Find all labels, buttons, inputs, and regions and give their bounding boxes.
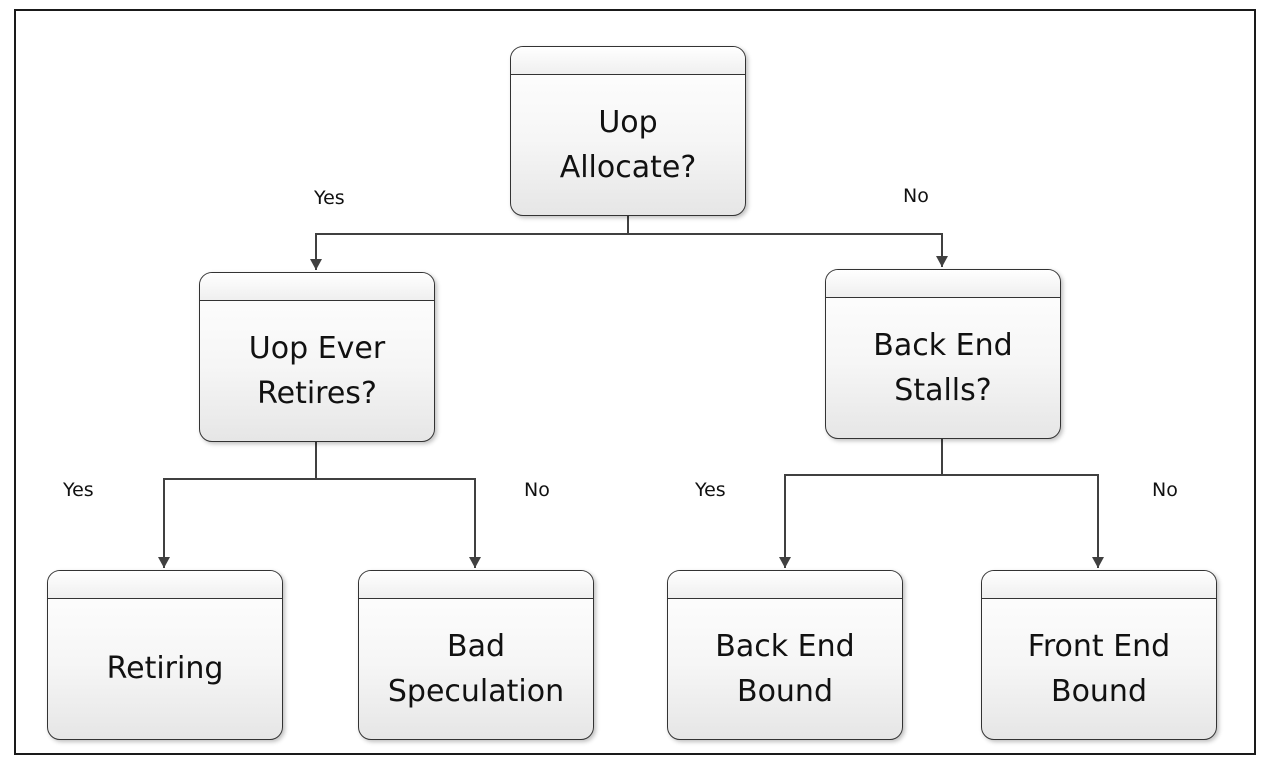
edge-label-allocate-no: No <box>903 185 929 207</box>
edge-label-allocate-yes: Yes <box>314 187 345 209</box>
edge-retires-no <box>316 478 481 568</box>
edge-retires-yes <box>158 442 317 568</box>
edge-allocate-yes <box>310 216 629 270</box>
node-label: Uop Allocate? <box>559 104 697 185</box>
node-label: Bad Speculation <box>387 628 565 709</box>
node-bad-speculation: Bad Speculation <box>358 570 594 740</box>
node-header-bar <box>982 571 1216 599</box>
node-retiring: Retiring <box>47 570 283 740</box>
node-label: Back End Stalls? <box>873 327 1013 408</box>
node-header-bar <box>359 571 593 599</box>
node-label: Retiring <box>106 651 224 686</box>
edge-label-stalls-no: No <box>1152 479 1178 501</box>
node-back-end-stalls: Back End Stalls? <box>825 269 1061 439</box>
edge-label-retires-no: No <box>524 479 550 501</box>
node-label: Front End Bound <box>1027 628 1171 709</box>
node-header-bar <box>668 571 902 599</box>
node-header-bar <box>511 47 745 75</box>
node-uop-allocate: Uop Allocate? <box>510 46 746 216</box>
node-uop-ever-retires: Uop Ever Retires? <box>199 272 435 442</box>
node-header-bar <box>200 273 434 301</box>
node-header-bar <box>826 270 1060 298</box>
node-header-bar <box>48 571 282 599</box>
edge-stalls-no <box>942 474 1104 568</box>
edge-label-stalls-yes: Yes <box>695 479 726 501</box>
edge-allocate-no <box>628 233 948 267</box>
node-front-end-bound: Front End Bound <box>981 570 1217 740</box>
edge-label-retires-yes: Yes <box>63 479 94 501</box>
node-label: Back End Bound <box>715 628 855 709</box>
diagram-frame <box>14 9 1256 755</box>
edge-stalls-yes <box>779 439 943 568</box>
node-back-end-bound: Back End Bound <box>667 570 903 740</box>
node-label: Uop Ever Retires? <box>248 330 386 411</box>
